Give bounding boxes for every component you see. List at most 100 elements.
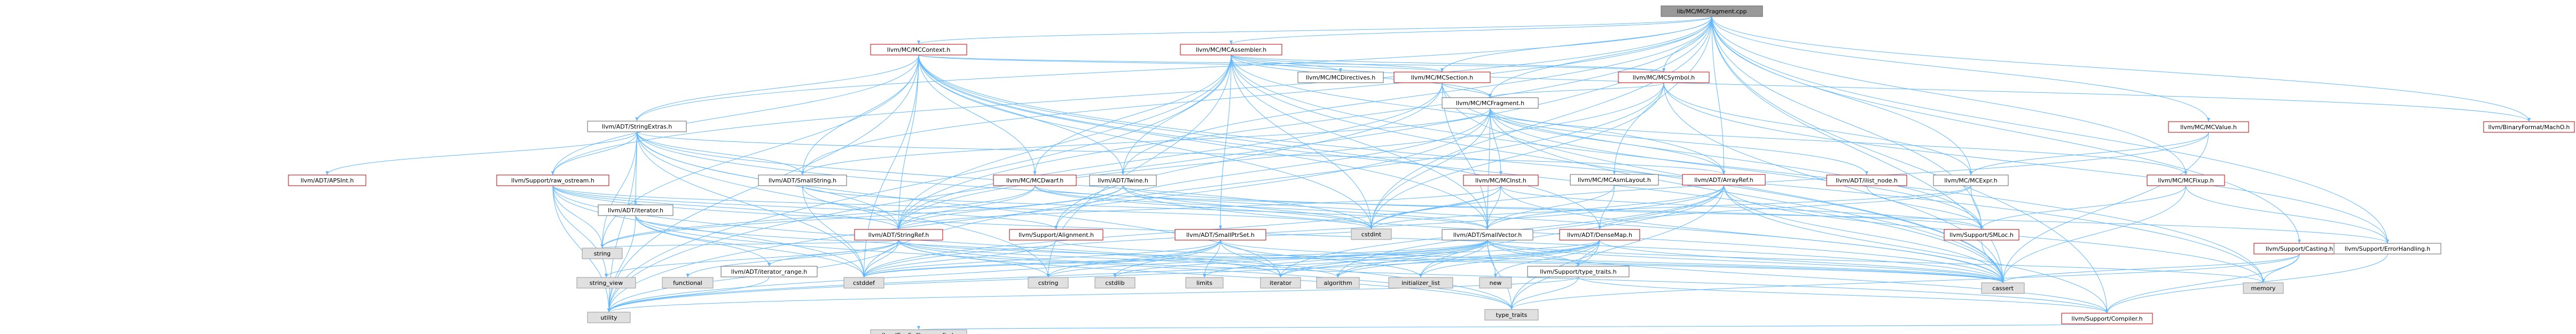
node-llvm-mc-mcdirectives-h[interactable]: llvm/MC/MCDirectives.h <box>1297 71 1384 83</box>
node-label: llvm/MC/MCFragment.h <box>1456 100 1524 107</box>
node-llvm-support-errorhandling-h[interactable]: llvm/Support/ErrorHandling.h <box>2334 243 2441 255</box>
dependency-edge <box>600 185 1035 249</box>
dependency-edge <box>1487 240 1580 267</box>
dependency-edge <box>607 240 1488 313</box>
node-llvm-support-smloc-h[interactable]: llvm/Support/SMLoc.h <box>1944 229 2019 241</box>
node-label: llvm/MC/MCSection.h <box>1411 74 1473 81</box>
dependency-edge <box>1711 16 1983 230</box>
node-box <box>1316 277 1360 289</box>
node-string-view: string_view <box>576 277 636 289</box>
dependency-edge <box>1231 54 1665 73</box>
dependency-edge <box>552 185 604 249</box>
node-llvm-adt-iterator-h[interactable]: llvm/ADT/iterator.h <box>598 204 674 216</box>
node-box <box>1559 229 1640 241</box>
node-llvm-adt-ilist-node-h[interactable]: llvm/ADT/ilist_node.h <box>1826 174 1907 186</box>
dependency-edge <box>1500 185 1983 230</box>
dependency-edge <box>1231 54 2531 122</box>
node-llvm-support-alignment-h[interactable]: llvm/Support/Alignment.h <box>1009 229 1103 241</box>
node-llvm-adt-arrayref-h[interactable]: llvm/ADT/ArrayRef.h <box>1682 174 1766 186</box>
node-llvm-adt-iterator-range-h[interactable]: llvm/ADT/iterator_range.h <box>721 266 818 277</box>
node-label: cstdlib <box>1105 280 1124 287</box>
dependency-edge <box>1487 240 2265 283</box>
node-box <box>870 44 967 55</box>
node-label: llvm/Support/Casting.h <box>2266 245 2333 252</box>
node-box <box>1484 309 1539 321</box>
node-box <box>758 174 847 186</box>
dependency-edge <box>1121 54 1232 176</box>
dependency-edge <box>1369 185 1971 229</box>
dependency-edge <box>1054 82 1443 230</box>
dependency-edge <box>1490 108 1502 176</box>
dependency-edge <box>1220 240 1422 278</box>
node-llvm-mc-mcsection-h[interactable]: llvm/MC/MCSection.h <box>1393 71 1491 83</box>
dependency-edge <box>1220 240 1282 278</box>
dependency-edge <box>1490 108 2005 283</box>
node-llvm-adt-apsint-h[interactable]: llvm/ADT/APSInt.h <box>288 174 366 186</box>
dependency-edge <box>637 131 2005 283</box>
node-llvm-support-casting-h[interactable]: llvm/Support/Casting.h <box>2253 243 2345 255</box>
node-label: llvm/ADT/Twine.h <box>1098 177 1148 184</box>
dependency-edge <box>862 185 1724 278</box>
node-llvm-mc-mcsymbol-h[interactable]: llvm/MC/MCSymbol.h <box>1618 71 1710 83</box>
node-llvm-adt-smallstring-h[interactable]: llvm/ADT/SmallString.h <box>758 174 847 186</box>
node-llvm-mc-mcfixup-h[interactable]: llvm/MC/MCFixup.h <box>2147 174 2225 186</box>
node-box <box>870 329 967 334</box>
dependency-edge <box>1663 82 1972 176</box>
node-llvm-mc-mccontext-h[interactable]: llvm/MC/MCContext.h <box>870 44 967 55</box>
dependency-edge <box>1231 54 1489 230</box>
node-llvm-support-type-traits-h[interactable]: llvm/Support/type_traits.h <box>1527 266 1630 277</box>
dependency-edge <box>918 54 1665 73</box>
node-label: iterator <box>1270 280 1291 287</box>
node-label: llvm/MC/MCContext.h <box>887 46 951 53</box>
dependency-edge <box>1442 82 1492 98</box>
dependency-edge <box>918 54 1489 230</box>
node-llvm-mc-mcexpr-h[interactable]: llvm/MC/MCExpr.h <box>1933 174 2009 186</box>
dependency-edge <box>607 215 636 313</box>
dependency-edge <box>1123 185 1373 229</box>
dependency-edge <box>1486 185 1615 230</box>
dependency-edge <box>1662 16 1712 73</box>
dependency-edge <box>897 82 1443 230</box>
node-llvm-support-compiler-h[interactable]: llvm/Support/Compiler.h <box>2061 313 2153 324</box>
node-llvm-binaryformat-macho-h[interactable]: llvm/BinaryFormat/MachO.h <box>2483 121 2575 133</box>
node-llvm-adt-stringextras-h[interactable]: llvm/ADT/StringExtras.h <box>587 121 687 132</box>
dependency-edge <box>637 131 866 278</box>
node-label: limits <box>1196 280 1212 287</box>
dependency-edge <box>1121 16 1712 176</box>
node-llvm-adt-stringref-h[interactable]: llvm/ADT/StringRef.h <box>854 229 943 241</box>
node-llvm-adt-twine-h[interactable]: llvm/ADT/Twine.h <box>1089 174 1157 186</box>
node-box <box>1388 277 1453 289</box>
node-box <box>576 277 636 289</box>
dependency-edge <box>1279 240 1600 278</box>
dependency-edge <box>605 240 899 278</box>
node-llvm-adt-smallptrset-h[interactable]: llvm/ADT/SmallPtrSet.h <box>1175 229 1266 241</box>
node-llvm-mc-mcinst-h[interactable]: llvm/MC/MCInst.h <box>1463 174 1539 186</box>
node-box <box>2483 121 2575 133</box>
node-llvm-mc-mcasmlayout-h[interactable]: llvm/MC/MCAsmLayout.h <box>1570 174 1659 186</box>
dependency-edge <box>1711 16 2109 314</box>
dependency-edge <box>1442 82 1983 230</box>
node-box <box>1981 282 2025 294</box>
dependency-edge <box>325 131 637 176</box>
node-llvm-mc-mcassembler-h[interactable]: llvm/MC/MCAssembler.h <box>1180 44 1282 55</box>
node-box <box>1527 266 1630 277</box>
dependency-edge <box>1054 108 1491 230</box>
dependency-edge <box>551 16 1712 176</box>
dependency-edge <box>607 240 1221 313</box>
node-llvm-mc-mcfragment-h[interactable]: llvm/MC/MCFragment.h <box>1442 97 1539 109</box>
node-box <box>2168 121 2249 133</box>
node-llvm-adt-densemap-h[interactable]: llvm/ADT/DenseMap.h <box>1559 229 1640 241</box>
dependency-edge <box>607 108 1491 313</box>
node-label: llvm/MC/MCExpr.h <box>1944 177 1998 184</box>
node-llvm-support-raw-ostream-h[interactable]: llvm/Support/raw_ostream.h <box>496 174 609 186</box>
node-box <box>1028 277 1069 289</box>
node-cstdint: cstdint <box>1351 228 1392 240</box>
dependency-edge <box>1490 108 2188 176</box>
node-memory: memory <box>2243 282 2284 294</box>
dependency-edge <box>551 54 919 176</box>
dependency-edge <box>1035 185 1489 230</box>
node-llvm-mc-mcvalue-h[interactable]: llvm/MC/MCValue.h <box>2168 121 2249 133</box>
node-llvm-adt-smallvector-h[interactable]: llvm/ADT/SmallVector.h <box>1442 229 1533 241</box>
node-llvm-mc-mcdwarf-h[interactable]: llvm/MC/MCDwarf.h <box>993 174 1077 186</box>
dependency-edge <box>635 215 771 267</box>
